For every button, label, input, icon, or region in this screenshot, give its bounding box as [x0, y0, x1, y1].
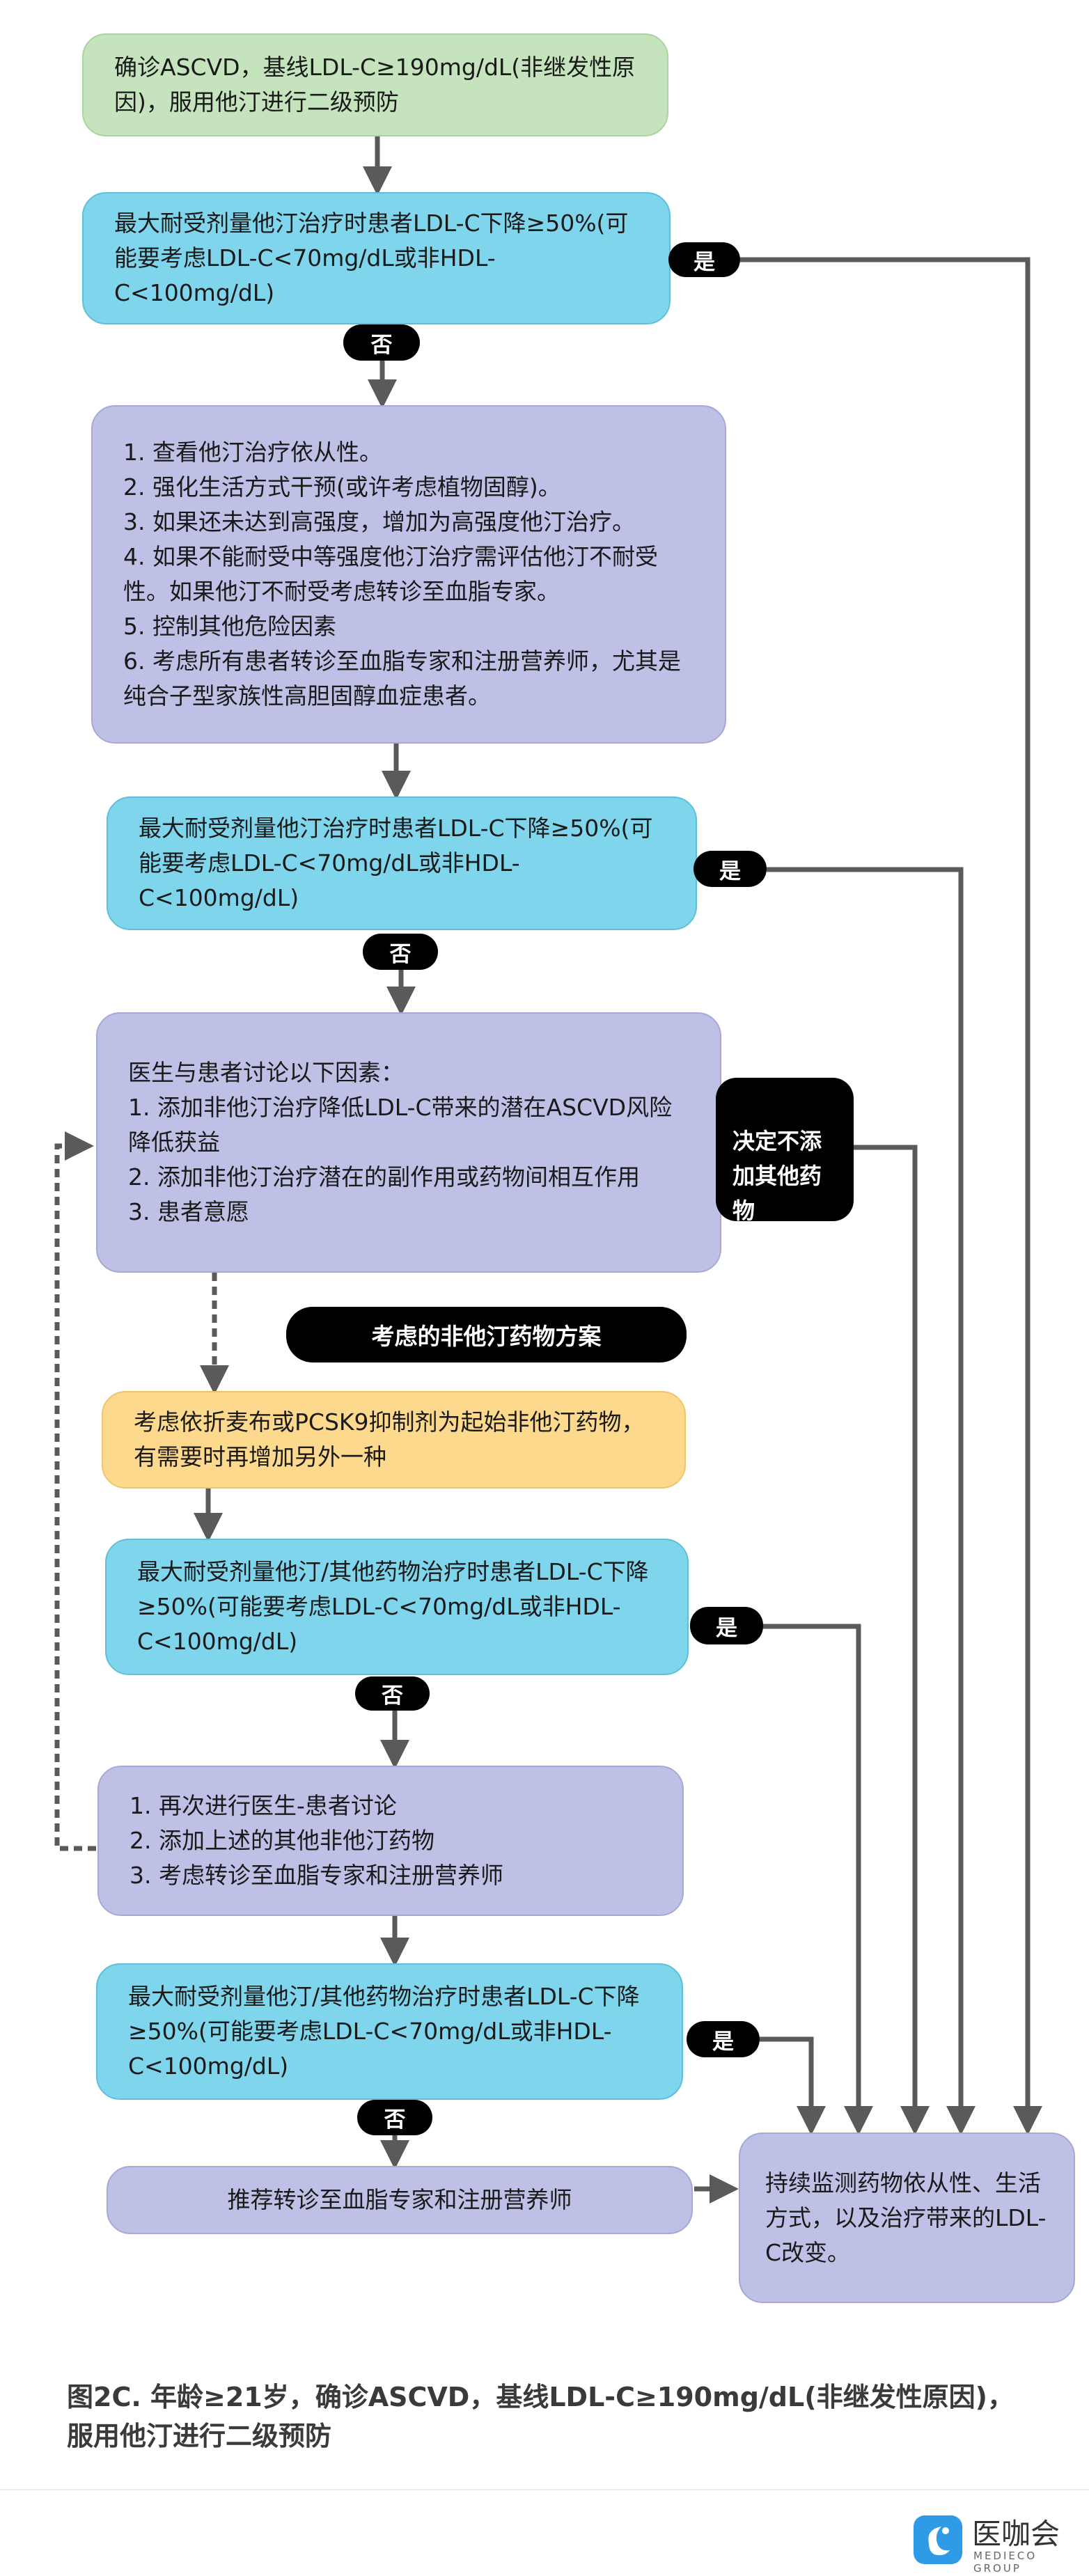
arrow-noadd-to-monitor [854, 1145, 930, 2135]
brand-subtitle: MEDIECO GROUP [973, 2550, 1037, 2575]
decision-box-4: 最大耐受剂量他汀/其他药物治疗时患者LDL-C下降≥50%(可能要考虑LDL-C… [96, 1963, 683, 2100]
nonstatin-drug-text: 考虑依折麦布或PCSK9抑制剂为起始非他汀药物，有需要时再增加另外一种 [134, 1408, 645, 1470]
actions-box-2: 1. 再次进行医生-患者讨论 2. 添加上述的其他非他汀药物 3. 考虑转诊至血… [97, 1766, 684, 1916]
no-add-drug-text: 决定不添 加其他药 物 [732, 1128, 822, 1224]
decision-4-text: 最大耐受剂量他汀/其他药物治疗时患者LDL-C下降≥50%(可能要考虑LDL-C… [128, 1983, 640, 2080]
no-label-2: 否 [363, 934, 438, 970]
arrow-yes2-to-monitor [767, 867, 976, 2135]
actions-1-text: 1. 查看他汀治疗依从性。 2. 强化生活方式干预(或许考虑植物固醇)。 3. … [123, 439, 681, 709]
decision-box-2: 最大耐受剂量他汀治疗时患者LDL-C下降≥50%(可能要考虑LDL-C<70mg… [107, 796, 697, 930]
footer-divider [0, 2489, 1089, 2490]
arrow-yes4-to-monitor [760, 2036, 826, 2135]
arrow-yes3-to-monitor [763, 1624, 873, 2135]
figure-caption: 图2C. 年龄≥21岁，确诊ASCVD，基线LDL-C≥190mg/dL(非继发… [67, 2382, 1014, 2451]
nonstatin-drug-box: 考虑依折麦布或PCSK9抑制剂为起始非他汀药物，有需要时再增加另外一种 [102, 1391, 686, 1489]
monitor-box: 持续监测药物依从性、生活方式，以及治疗带来的LDL-C改变。 [739, 2133, 1075, 2303]
decision-2-text: 最大耐受剂量他汀治疗时患者LDL-C下降≥50%(可能要考虑LDL-C<70mg… [139, 815, 653, 911]
referral-box: 推荐转诊至血脂专家和注册营养师 [107, 2166, 693, 2234]
decision-1-text: 最大耐受剂量他汀治疗时患者LDL-C下降≥50%(可能要考虑LDL-C<70mg… [114, 210, 629, 306]
decision-3-text: 最大耐受剂量他汀/其他药物治疗时患者LDL-C下降≥50%(可能要考虑LDL-C… [137, 1558, 649, 1655]
yes-label-1: 是 [668, 242, 740, 277]
referral-text: 推荐转诊至血脂专家和注册营养师 [227, 2186, 572, 2213]
brand-name: 医咖会 [972, 2517, 1060, 2551]
monitor-text: 持续监测药物依从性、生活方式，以及治疗带来的LDL-C改变。 [765, 2169, 1047, 2266]
start-text: 确诊ASCVD，基线LDL-C≥190mg/dL(非继发性原因)，服用他汀进行二… [114, 54, 636, 116]
no-label-4: 否 [357, 2100, 432, 2135]
yes-label-3: 是 [690, 1607, 763, 1644]
yes-label-2: 是 [694, 851, 767, 887]
actions-box-1: 1. 查看他汀治疗依从性。 2. 强化生活方式干预(或许考虑植物固醇)。 3. … [91, 405, 726, 744]
arrow-loop-back-dashed [54, 1131, 96, 1851]
arrow-yes1-to-monitor [740, 257, 1042, 2135]
nonstatin-options-label: 考虑的非他汀药物方案 [371, 1323, 602, 1350]
no-label-1: 否 [343, 324, 420, 361]
yes-label-4: 是 [687, 2021, 760, 2057]
brand-logo-icon [914, 2515, 962, 2564]
start-box: 确诊ASCVD，基线LDL-C≥190mg/dL(非继发性原因)，服用他汀进行二… [82, 33, 668, 136]
no-add-drug-box: 决定不添 加其他药 物 [716, 1078, 854, 1224]
discussion-box: 医生与患者讨论以下因素： 1. 添加非他汀治疗降低LDL-C带来的潜在ASCVD… [96, 1012, 721, 1273]
no-label-3: 否 [355, 1676, 430, 1711]
decision-box-1: 最大耐受剂量他汀治疗时患者LDL-C下降≥50%(可能要考虑LDL-C<70mg… [82, 192, 671, 324]
nonstatin-options-banner: 考虑的非他汀药物方案 [286, 1307, 687, 1362]
actions-2-text: 1. 再次进行医生-患者讨论 2. 添加上述的其他非他汀药物 3. 考虑转诊至血… [130, 1792, 503, 1889]
decision-box-3: 最大耐受剂量他汀/其他药物治疗时患者LDL-C下降≥50%(可能要考虑LDL-C… [105, 1539, 689, 1675]
discussion-text: 医生与患者讨论以下因素： 1. 添加非他汀治疗降低LDL-C带来的潜在ASCVD… [128, 1059, 673, 1225]
